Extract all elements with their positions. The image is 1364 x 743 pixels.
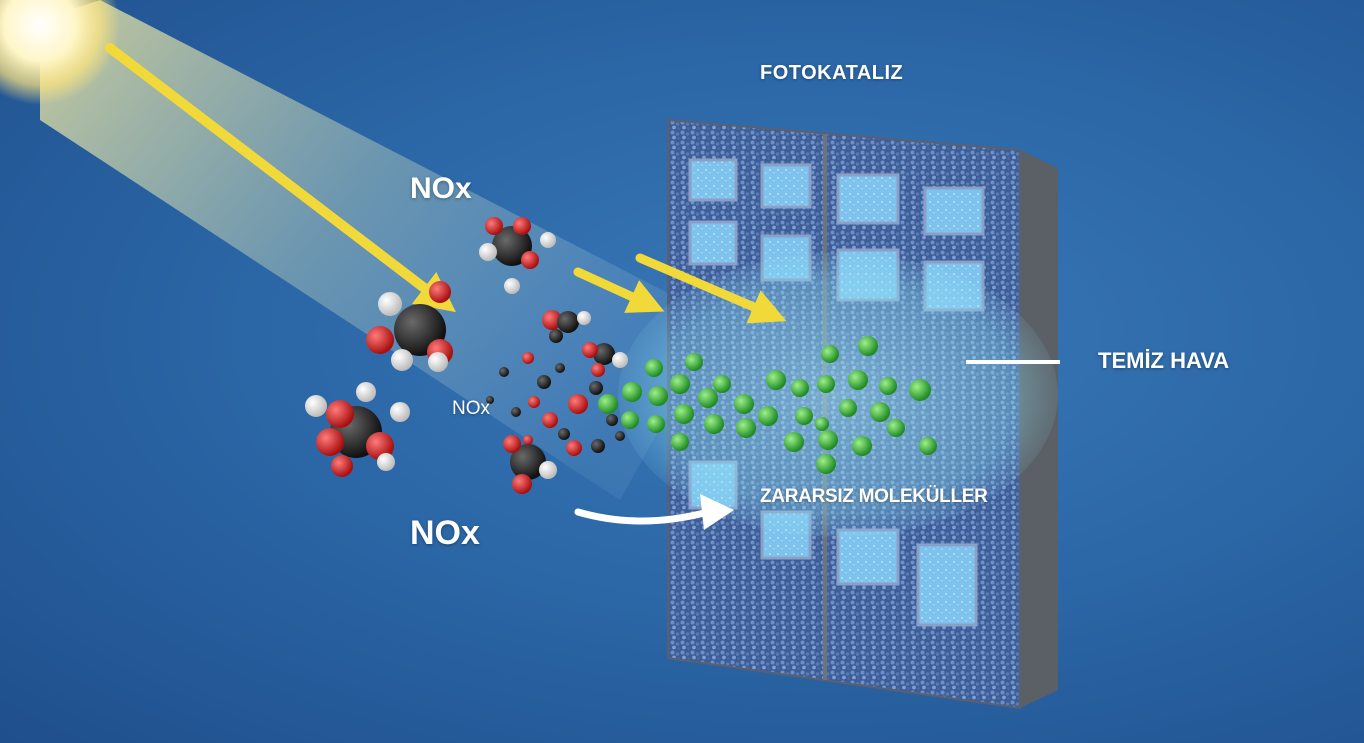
light-arrow	[105, 43, 456, 313]
flow-arrow-head	[700, 494, 734, 530]
sun-icon	[0, 0, 120, 105]
nox-molecule-icon	[366, 281, 453, 372]
clean-air-label: TEMİZ HAVA	[1098, 348, 1230, 373]
light-arrow	[573, 267, 665, 313]
light-arrows	[105, 43, 787, 324]
nox-molecule-icon	[542, 310, 591, 343]
window	[836, 173, 900, 225]
window	[916, 543, 978, 627]
nox-molecule-icon	[305, 382, 410, 477]
nox-molecule-icon	[582, 342, 628, 377]
nox-label-middle: NOx	[452, 398, 490, 419]
nox-molecule-icon	[503, 435, 557, 494]
harmless-molecules-label: ZARARSIZ MOLEKÜLLER	[760, 486, 988, 507]
nox-molecule-icon	[479, 217, 556, 294]
flow-arrow	[574, 508, 712, 525]
window	[760, 163, 812, 209]
window	[688, 158, 738, 202]
clean-air-zone	[618, 253, 1058, 537]
window	[836, 528, 900, 586]
window	[923, 186, 985, 236]
harmless-molecules	[598, 336, 937, 474]
nox-label-bottom: NOx	[410, 514, 480, 552]
dissociated-fragments	[486, 352, 625, 456]
diagram-title: FOTOKATALIZ	[760, 62, 904, 84]
light-arrow	[635, 253, 787, 324]
window	[688, 220, 738, 266]
nox-label-top: NOx	[410, 172, 472, 205]
